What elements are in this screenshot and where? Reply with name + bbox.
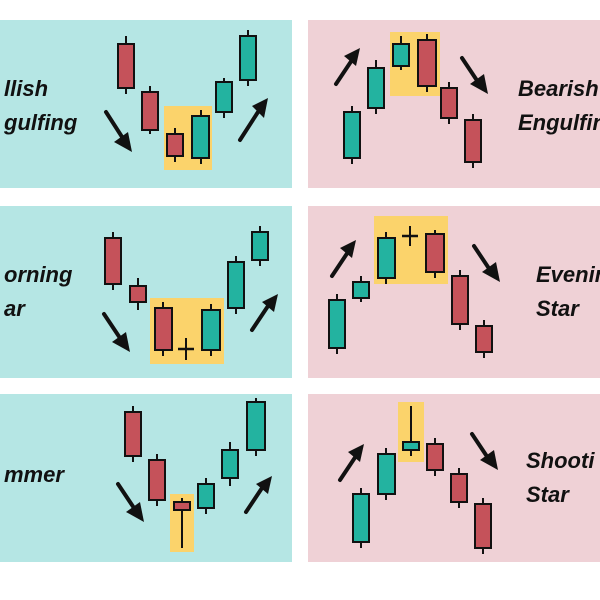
- candle: [129, 278, 147, 310]
- candle: [124, 406, 142, 462]
- candle: [417, 34, 437, 92]
- candle: [377, 448, 396, 500]
- candle: [104, 232, 122, 290]
- candle: [377, 232, 396, 284]
- pattern-panel-shooting-star: Shooti Star: [308, 394, 600, 562]
- morning-star-diagram: [0, 206, 292, 378]
- candle: [464, 114, 482, 168]
- pattern-label: Evenin Star: [536, 262, 600, 321]
- up-arrow-icon: [244, 476, 272, 514]
- up-arrow-icon: [250, 294, 278, 332]
- candle: [227, 256, 245, 314]
- candle: [352, 276, 370, 302]
- candle: [197, 478, 215, 514]
- candle: [450, 468, 468, 508]
- candle: [215, 78, 233, 118]
- bearish-engulfing-diagram: [308, 20, 600, 188]
- candle: [117, 36, 135, 94]
- candle: [173, 498, 191, 548]
- candle: [402, 226, 418, 246]
- candle: [141, 86, 159, 134]
- pattern-panel-evening-star: Evenin Star: [308, 206, 600, 378]
- candle: [352, 488, 370, 548]
- bullish-engulfing-diagram: [0, 20, 292, 188]
- candle: [246, 398, 266, 456]
- up-arrow-icon: [338, 444, 364, 482]
- pattern-label: mmer: [4, 462, 64, 487]
- down-arrow-icon: [104, 110, 132, 152]
- candle: [440, 82, 458, 124]
- down-arrow-icon: [102, 312, 130, 352]
- pattern-background: [0, 394, 292, 562]
- candle: [426, 438, 444, 476]
- down-arrow-icon: [470, 432, 498, 470]
- candle: [367, 60, 385, 114]
- candle: [148, 454, 166, 506]
- evening-star-diagram: [308, 206, 600, 378]
- candle: [221, 442, 239, 486]
- candle: [178, 338, 194, 360]
- candle: [392, 36, 410, 70]
- pattern-label: orning ar: [4, 262, 73, 321]
- candle: [425, 230, 445, 278]
- candle: [251, 226, 269, 266]
- candle: [191, 110, 210, 164]
- pattern-panel-morning-star: orning ar: [0, 206, 292, 378]
- pattern-label: llish gulfing: [4, 76, 78, 135]
- candle: [474, 498, 492, 554]
- up-arrow-icon: [238, 98, 268, 142]
- down-arrow-icon: [460, 56, 488, 94]
- candle: [328, 294, 346, 354]
- candle: [166, 128, 184, 162]
- down-arrow-icon: [472, 244, 500, 282]
- down-arrow-icon: [116, 482, 144, 522]
- candle: [475, 320, 493, 358]
- shooting-star-diagram: [308, 394, 600, 562]
- pattern-panel-bearish-engulfing: Bearish Engulfing: [308, 20, 600, 188]
- candle: [451, 270, 469, 330]
- candle: [239, 30, 257, 86]
- hammer-diagram: [0, 394, 292, 562]
- candle: [402, 406, 420, 456]
- up-arrow-icon: [330, 240, 356, 278]
- pattern-label: Shooti Star: [526, 448, 595, 507]
- candle: [343, 106, 361, 164]
- pattern-panel-hammer: mmer: [0, 394, 292, 562]
- up-arrow-icon: [334, 48, 360, 86]
- pattern-label: Bearish Engulfing: [518, 76, 600, 135]
- pattern-panel-bullish-engulfing: llish gulfing: [0, 20, 292, 188]
- candle: [154, 302, 173, 356]
- candle: [201, 304, 221, 356]
